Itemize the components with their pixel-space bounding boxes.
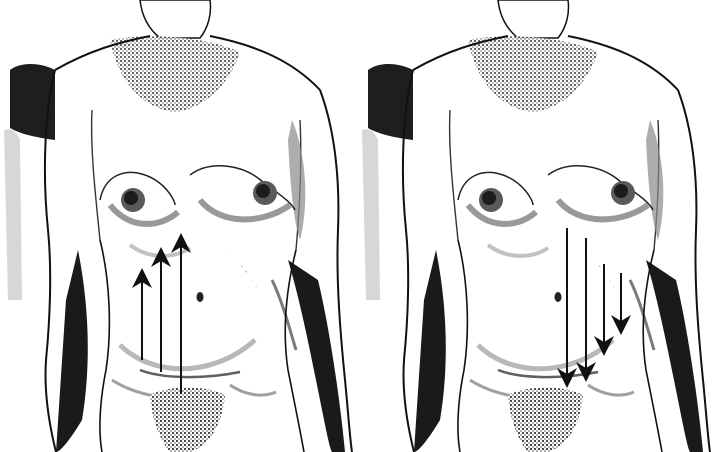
left-torso-figure [0,0,358,452]
right-torso-figure [358,0,716,452]
right-illustration-panel [358,0,716,452]
left-illustration-panel [0,0,358,452]
